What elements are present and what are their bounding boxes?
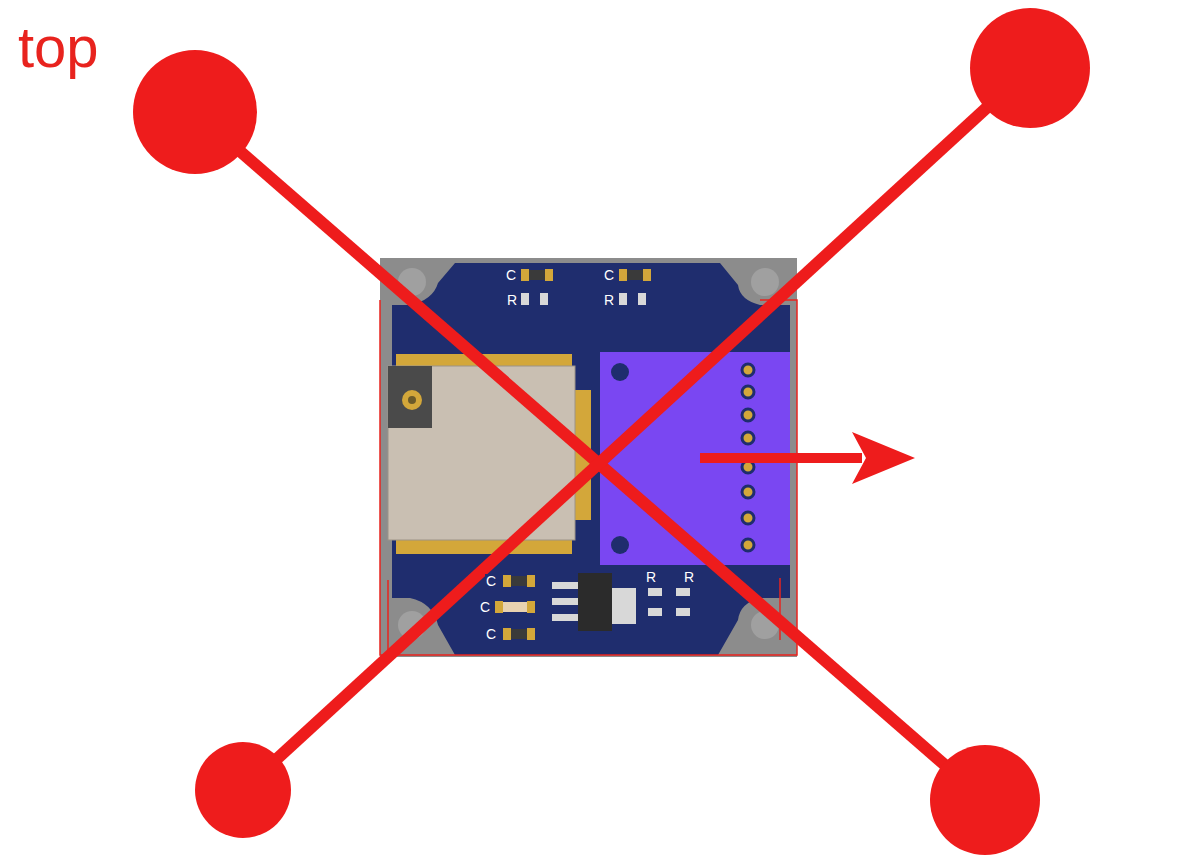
component-label: C — [505, 268, 517, 282]
wifi-module — [388, 354, 591, 554]
component-label: R — [603, 293, 615, 307]
component-label: C — [485, 574, 497, 588]
drone-frame — [133, 8, 1090, 855]
component-label: C — [485, 627, 497, 641]
component-label: C — [479, 600, 491, 614]
component-label: R — [645, 570, 657, 584]
component-label: C — [603, 268, 615, 282]
view-label: top — [18, 18, 99, 76]
component-label: R — [506, 293, 518, 307]
direction-arrow — [700, 432, 915, 484]
component-label: R — [683, 570, 695, 584]
